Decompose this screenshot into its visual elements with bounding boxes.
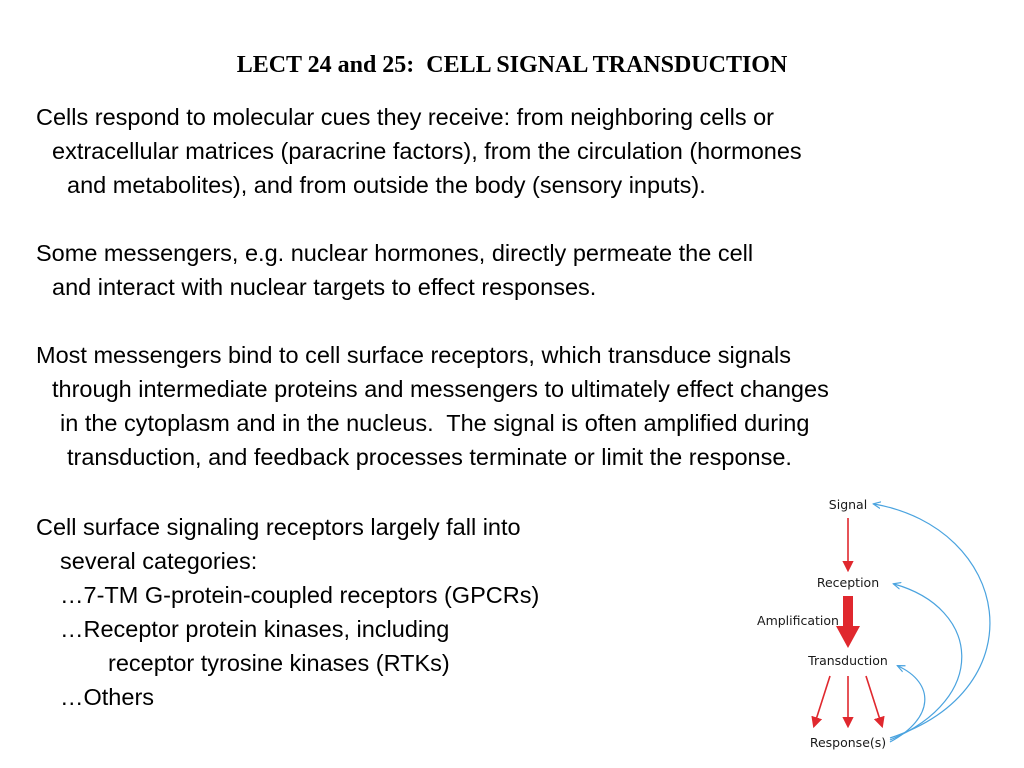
transduction-label: Transduction	[807, 653, 888, 668]
text-line: several categories:	[60, 548, 258, 574]
feedback-arrow-to-transduction	[889, 666, 926, 743]
response-arrow-left	[811, 675, 831, 729]
text-line: transduction, and feedback processes ter…	[67, 444, 792, 470]
text-line: and interact with nuclear targets to eff…	[52, 274, 597, 300]
list-item: receptor tyrosine kinases (RTKs)	[108, 650, 450, 676]
response-arrow-right	[865, 675, 885, 729]
text-line: Cells respond to molecular cues they rec…	[36, 104, 774, 130]
list-item: …Receptor protein kinases, including	[60, 616, 450, 642]
text-line: Most messengers bind to cell surface rec…	[36, 342, 791, 368]
text-line: Cell surface signaling receptors largely…	[36, 514, 521, 540]
text-line: Some messengers, e.g. nuclear hormones, …	[36, 240, 754, 266]
feedback-arrow-to-reception	[889, 584, 963, 741]
text-line: in the cytoplasm and in the nucleus. The…	[60, 410, 810, 436]
list-item: …7-TM G-protein-coupled receptors (GPCRs…	[60, 582, 540, 608]
reception-label: Reception	[817, 575, 879, 590]
signal-label: Signal	[829, 497, 867, 512]
text-line: extracellular matrices (paracrine factor…	[52, 138, 802, 164]
amplification-arrow	[836, 596, 860, 648]
feedback-arrow-to-signal	[874, 504, 991, 739]
responses-label: Response(s)	[810, 735, 886, 750]
text-line: and metabolites), and from outside the b…	[67, 172, 706, 198]
signal-transduction-diagram: Signal Reception Amplification Transduct…	[757, 497, 991, 750]
page-title: LECT 24 and 25: CELL SIGNAL TRANSDUCTION	[236, 52, 788, 78]
list-item: …Others	[60, 684, 155, 710]
amplification-label: Amplification	[757, 613, 839, 628]
text-line: through intermediate proteins and messen…	[52, 376, 829, 402]
